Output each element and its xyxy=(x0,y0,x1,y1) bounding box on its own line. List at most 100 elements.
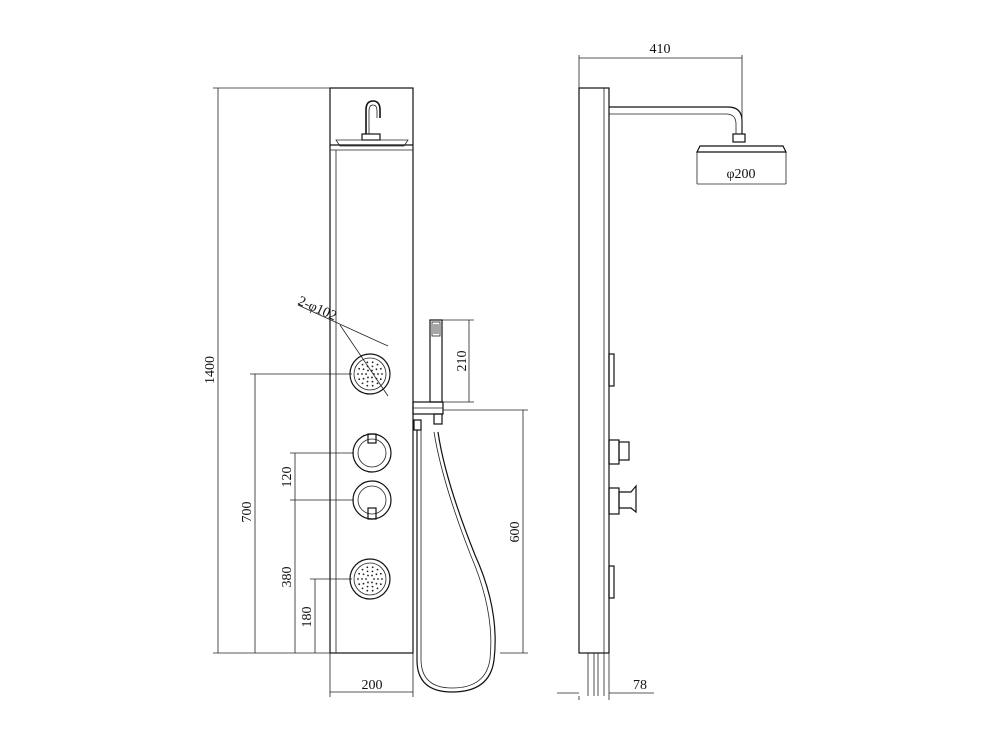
jet-nozzle-dot xyxy=(375,582,378,585)
jet-nozzle-dot xyxy=(371,384,374,387)
jet-nozzle-dot xyxy=(357,578,359,580)
upper-body-jet-icon xyxy=(349,353,391,395)
jet-nozzle-dot xyxy=(362,377,365,380)
upper-valve-handle-icon xyxy=(352,433,392,473)
dim-label-410: 410 xyxy=(650,42,671,57)
hand-shower-hose-inner xyxy=(420,430,492,689)
jet-nozzle-dot xyxy=(366,585,369,588)
dimension-1400 xyxy=(213,87,330,654)
jet-nozzle-dot xyxy=(371,570,374,573)
jet-nozzle-dot xyxy=(357,373,359,375)
jet-nozzle-dot xyxy=(371,365,374,368)
jet-nozzle-dot xyxy=(358,367,361,370)
side-arm-joint xyxy=(732,133,746,143)
jet-nozzle-dot xyxy=(381,578,383,580)
jet-nozzle-dot xyxy=(358,572,361,575)
side-panel-outline xyxy=(578,87,610,654)
jet-nozzle-dot xyxy=(361,382,364,385)
side-rainhead-icon xyxy=(696,145,787,185)
front-shower-arm-nut xyxy=(361,133,381,141)
jet-nozzle-dot xyxy=(366,380,369,383)
dimension-410 xyxy=(578,55,743,134)
jet-nozzle-dot xyxy=(366,384,369,387)
jet-nozzle-dot xyxy=(362,573,365,576)
lower-valve-handle-icon xyxy=(352,480,392,520)
dim-label-rainhead-diameter: φ200 xyxy=(726,167,755,182)
jet-nozzle-dot xyxy=(371,589,374,592)
jet-nozzle-dot xyxy=(381,373,383,375)
lower-body-jet-icon xyxy=(349,558,391,600)
jet-nozzle-dot xyxy=(362,368,365,371)
jet-nozzle-dot xyxy=(371,574,373,577)
jet-nozzle-dot xyxy=(365,578,367,580)
jet-nozzle-dot xyxy=(367,376,369,379)
side-lower-jet-bump xyxy=(608,565,615,599)
side-upper-jet-bump xyxy=(608,353,615,387)
jet-nozzle-dot xyxy=(371,361,374,364)
dimension-700 xyxy=(250,373,352,653)
jet-nozzle-dot xyxy=(377,578,379,580)
dim-label-200: 200 xyxy=(362,678,383,693)
jet-nozzle-dot xyxy=(361,587,364,590)
front-view: 1400 700 120 380 180 21 xyxy=(203,87,528,697)
jet-nozzle-dot xyxy=(371,376,373,379)
jet-nozzle-dot xyxy=(373,578,375,580)
side-shower-arm xyxy=(609,106,743,134)
jet-nozzle-dot xyxy=(367,574,369,577)
side-lower-valve-icon xyxy=(608,484,637,515)
jet-nozzle-dot xyxy=(379,378,382,381)
jet-nozzle-dot xyxy=(375,368,378,371)
dim-label-180: 180 xyxy=(300,607,315,628)
side-view: φ200 410 78 xyxy=(557,42,787,700)
front-rainhead-edge xyxy=(335,139,409,147)
front-panel-outline xyxy=(329,87,414,654)
jet-nozzle-dot xyxy=(365,373,367,375)
jet-nozzle-dot xyxy=(376,568,379,571)
jet-nozzle-dot xyxy=(366,570,369,573)
dimension-210 xyxy=(442,319,474,403)
jet-nozzle-dot xyxy=(362,582,365,585)
jet-nozzle-dot xyxy=(379,583,382,586)
dim-label-head-diameter: 2-φ102 xyxy=(295,294,338,324)
dim-label-78: 78 xyxy=(633,678,647,693)
jet-nozzle-dot xyxy=(376,587,379,590)
jet-nozzle-dot xyxy=(377,373,379,375)
jet-nozzle-dot xyxy=(376,382,379,385)
side-upper-valve-icon xyxy=(608,439,630,465)
diameter-leader xyxy=(297,304,389,397)
dimension-78 xyxy=(557,653,654,700)
jet-nozzle-dot xyxy=(371,566,374,569)
dimension-200 xyxy=(329,653,414,697)
side-supply-pipes xyxy=(587,653,605,696)
jet-nozzle-dot xyxy=(366,566,369,569)
jet-nozzle-dot xyxy=(371,380,374,383)
jet-nozzle-dot xyxy=(379,367,382,370)
dimension-180 xyxy=(310,578,352,653)
jet-nozzle-dot xyxy=(371,581,373,584)
dim-label-600: 600 xyxy=(508,522,523,543)
jet-nozzle-dot xyxy=(367,581,369,584)
hand-shower-icon xyxy=(429,319,443,403)
jet-nozzle-dot xyxy=(361,568,364,571)
jet-nozzle-dot xyxy=(361,363,364,366)
jet-nozzle-dot xyxy=(376,363,379,366)
hand-shower-hose xyxy=(416,430,496,693)
jet-nozzle-dot xyxy=(367,369,369,372)
dim-label-1400: 1400 xyxy=(203,356,218,384)
jet-nozzle-dot xyxy=(358,583,361,586)
dimension-120 xyxy=(290,452,354,501)
dimension-600 xyxy=(443,409,528,654)
front-shower-arm-hook-icon xyxy=(365,100,381,134)
side-shower-arm-inner xyxy=(609,113,737,134)
jet-nozzle-dot xyxy=(361,578,363,580)
jet-nozzle-dot xyxy=(358,378,361,381)
jet-nozzle-dot xyxy=(361,373,363,375)
dim-label-380: 380 xyxy=(280,567,295,588)
jet-nozzle-dot xyxy=(375,573,378,576)
hand-shower-bracket-icon xyxy=(412,401,444,431)
jet-nozzle-dot xyxy=(379,572,382,575)
front-shower-arm-hook-inner xyxy=(368,104,378,134)
dim-label-700: 700 xyxy=(240,502,255,523)
dim-label-120: 120 xyxy=(280,467,295,488)
